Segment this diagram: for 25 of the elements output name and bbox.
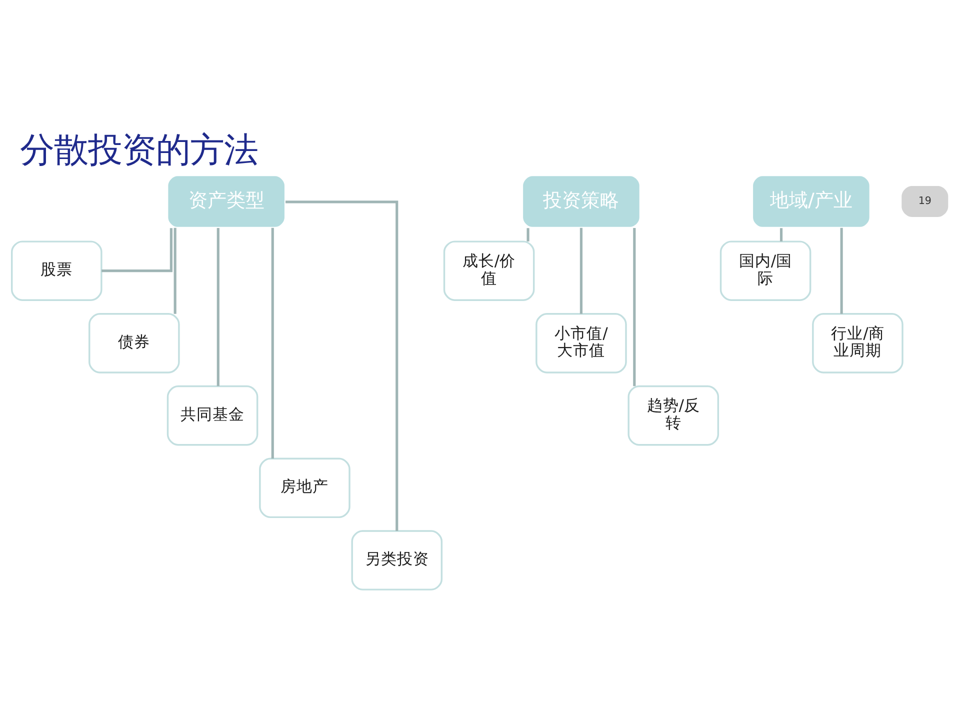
diagram-title: 分散投资的方法 — [20, 130, 258, 170]
node-box: 小市值/大市值 — [536, 313, 627, 374]
node-box: 国内/国际 — [720, 240, 812, 301]
connector — [633, 228, 636, 386]
label: 19 — [918, 195, 932, 208]
node-box: 共同基金 — [166, 385, 258, 446]
node-box: 另类投资 — [351, 530, 443, 590]
connector — [102, 228, 172, 272]
node-box: 股票 — [10, 240, 102, 301]
connector — [580, 228, 582, 314]
node-box: 成长/价值 — [443, 240, 535, 301]
node-box: 资产类型 — [166, 174, 286, 229]
connector — [174, 228, 176, 314]
connector — [526, 228, 530, 242]
connector — [271, 228, 274, 459]
connector — [216, 228, 220, 386]
node-box: 行业/商业周期 — [812, 313, 904, 374]
node-box: 投资策略 — [521, 174, 642, 229]
node-box: 趋势/反转 — [628, 385, 720, 446]
connector — [780, 228, 783, 242]
connector — [286, 200, 398, 531]
node-box: 地域/产业 — [751, 174, 872, 229]
node-box: 房地产 — [259, 458, 350, 518]
connector — [840, 228, 843, 314]
node-box: 债券 — [88, 313, 180, 374]
